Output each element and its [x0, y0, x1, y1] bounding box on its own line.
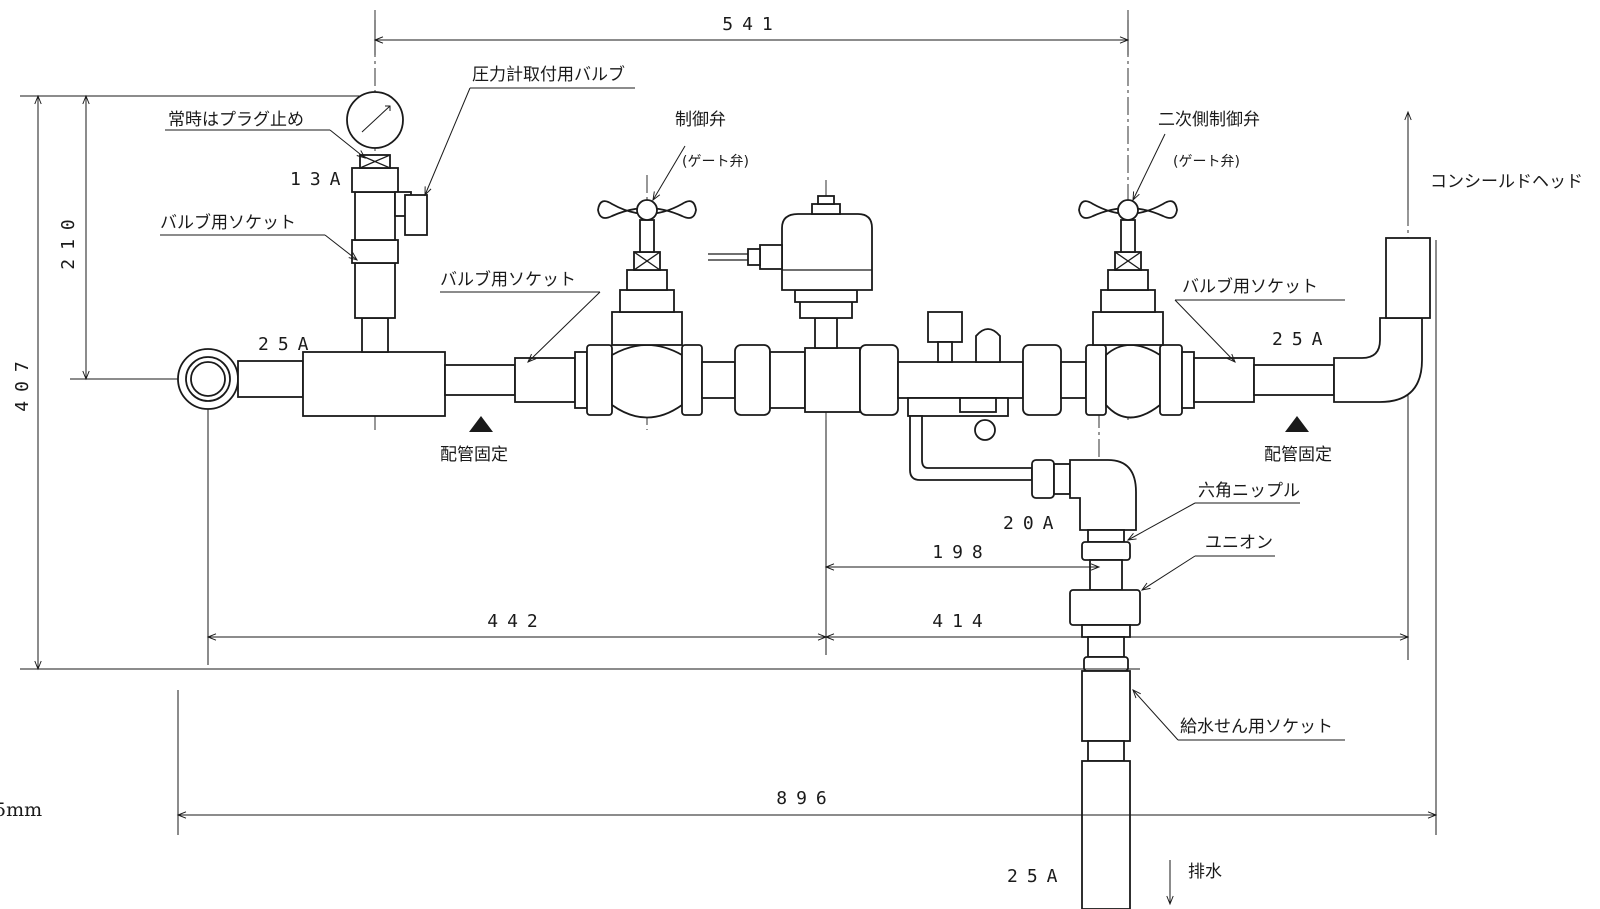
pipe-fix-marker-right: [1285, 416, 1309, 432]
leader-lines: [160, 87, 1412, 906]
dimension-texts: 541 210 407 442 198 414 896: [12, 14, 992, 809]
dim-407: 407: [12, 352, 33, 412]
gate-valve-1: [597, 199, 697, 346]
label-gate-valve-2: (ゲート弁): [1173, 154, 1240, 170]
size-13a: 13A: [290, 169, 350, 190]
actuator: [708, 195, 873, 349]
label-secondary-valve: 二次側制御弁: [1158, 110, 1260, 130]
label-gauge-valve: 圧力計取付用バルブ: [472, 64, 625, 85]
dim-210: 210: [58, 210, 79, 270]
label-partial-mm: 5mm: [0, 799, 42, 821]
size-25a-drain: 25A: [1007, 866, 1067, 887]
dim-414: 414: [932, 611, 992, 632]
label-plug: 常時はプラグ止め: [168, 110, 304, 130]
label-pipe-fix-left: 配管固定: [440, 445, 508, 465]
label-control-valve: 制御弁: [675, 110, 726, 130]
main-pipe: [177, 237, 1431, 419]
label-gate-valve-1: (ゲート弁): [682, 154, 749, 170]
dim-896: 896: [776, 788, 836, 809]
label-drain: 排水: [1188, 862, 1222, 882]
dim-198: 198: [932, 542, 992, 563]
size-25a-left: 25A: [258, 334, 318, 355]
dimension-lines: [20, 20, 1438, 835]
size-20a: 20A: [1003, 513, 1063, 534]
gate-valve-2: [1078, 199, 1178, 346]
dim-541: 541: [722, 14, 782, 35]
drain-pipe: [1069, 529, 1141, 909]
label-hex-nipple: 六角ニップル: [1198, 481, 1300, 501]
label-concealed-head: コンシールドヘッド: [1430, 172, 1583, 192]
size-25a-right: 25A: [1272, 329, 1332, 350]
pipe-fix-marker-left: [469, 416, 493, 432]
gauge-branch: [346, 91, 428, 353]
label-texts: 常時はプラグ止め 圧力計取付用バルブ バルブ用ソケット 制御弁 (ゲート弁) 二…: [0, 64, 1583, 882]
dim-442: 442: [487, 611, 547, 632]
label-union: ユニオン: [1205, 533, 1273, 553]
label-socket-upper-left: バルブ用ソケット: [160, 212, 296, 233]
label-supply-socket: 給水せん用ソケット: [1180, 717, 1333, 737]
strainer-assembly: [907, 311, 1137, 531]
size-texts: 13A 25A 25A 20A 25A: [258, 169, 1332, 887]
label-socket-right: バルブ用ソケット: [1182, 276, 1318, 297]
label-socket-middle: バルブ用ソケット: [440, 269, 576, 290]
label-pipe-fix-right: 配管固定: [1264, 445, 1332, 465]
